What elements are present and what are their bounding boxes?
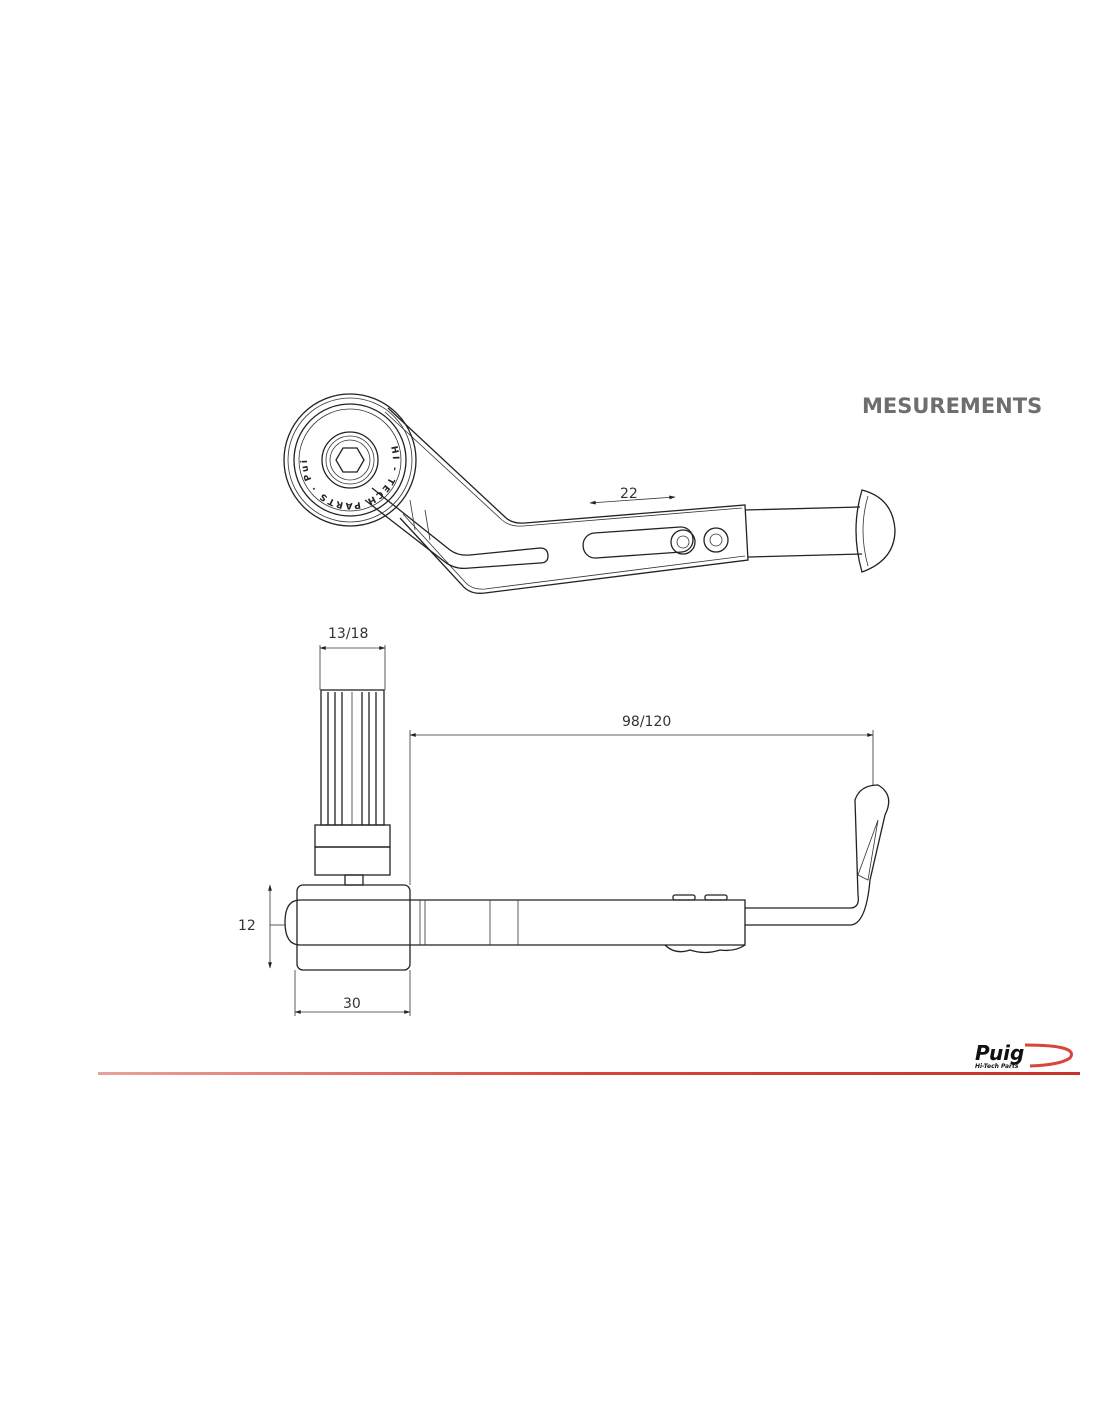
bolt-icon (703, 527, 729, 553)
dimension-width-label: 30 (343, 996, 361, 1012)
dimension-clamp-label: 13/18 (328, 626, 368, 642)
dimension-reach-label: 98/120 (622, 714, 671, 730)
side-view-lever-guard: 13/18 98/120 12 30 (238, 626, 890, 1016)
svg-text:Puig: Puig (975, 1041, 1024, 1065)
dimension-thickness-label: 12 (238, 918, 256, 934)
dimension-22-label: 22 (620, 486, 638, 502)
footer-divider (98, 1072, 1080, 1075)
top-view-lever-guard: HI - TECH PARTS · Puig · 22 (0, 0, 896, 594)
svg-text:Hi-Tech Parts: Hi-Tech Parts (975, 1063, 1019, 1070)
puig-logo: Puig Hi-Tech Parts (975, 1041, 1073, 1070)
bolt-icon (670, 529, 696, 555)
page-title: MESUREMENTS (862, 394, 1043, 418)
spline-ridges (327, 692, 377, 825)
hex-socket-icon (335, 447, 365, 473)
